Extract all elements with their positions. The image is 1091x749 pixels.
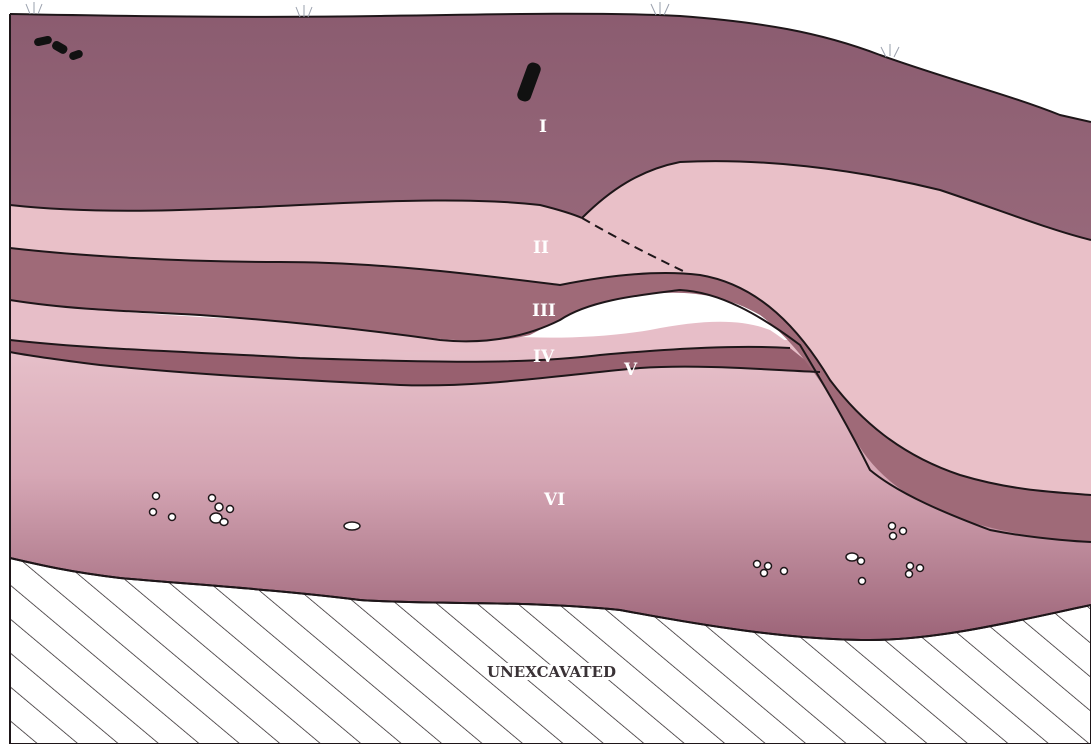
unexcavated-label: UNEXCAVATED xyxy=(487,663,616,681)
layer-label-i: I xyxy=(539,117,547,137)
layer-label-iv: IV xyxy=(533,347,555,367)
layer-label-iii: III xyxy=(532,301,556,321)
layer-label-v: V xyxy=(623,360,638,380)
layer-label-vi: VI xyxy=(543,490,565,510)
layer-label-ii: II xyxy=(533,238,549,258)
